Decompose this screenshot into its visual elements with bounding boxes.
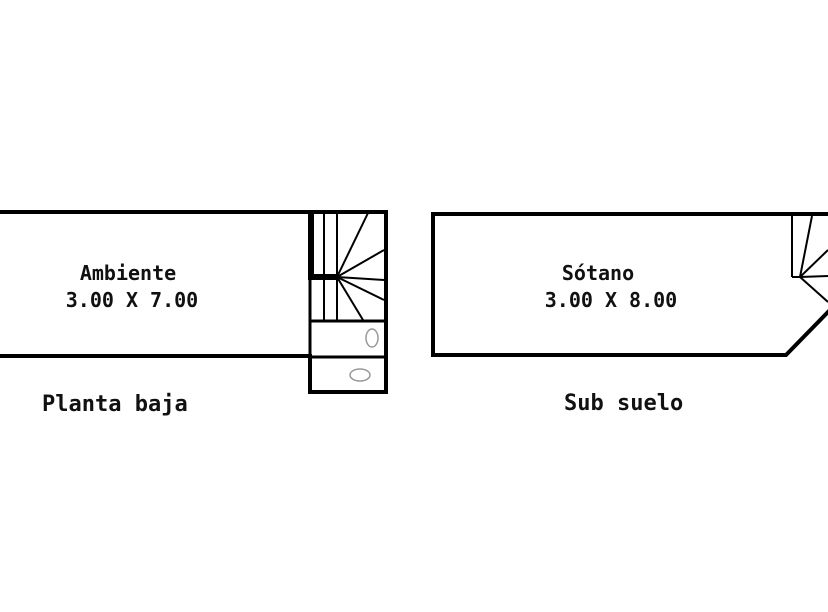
ground-floor-walls: [0, 210, 388, 394]
toilet-icon: [349, 368, 371, 382]
ground-room-name: Ambiente: [80, 261, 176, 285]
ground-room-size: 3.00 X 7.00: [66, 288, 198, 312]
staircase: [791, 215, 828, 303]
toilet-icon: [365, 328, 379, 348]
basement-room-name: Sótano: [562, 261, 634, 285]
stair-core: [308, 213, 314, 279]
basement-room-size: 3.00 X 8.00: [545, 288, 677, 312]
basement-walls: [431, 212, 828, 357]
basement-caption: Sub suelo: [564, 391, 683, 416]
basement-plan: [431, 212, 828, 357]
ground-floor-caption: Planta baja: [42, 392, 188, 417]
ground-floor-plan: [0, 210, 388, 394]
staircase: [323, 212, 385, 321]
